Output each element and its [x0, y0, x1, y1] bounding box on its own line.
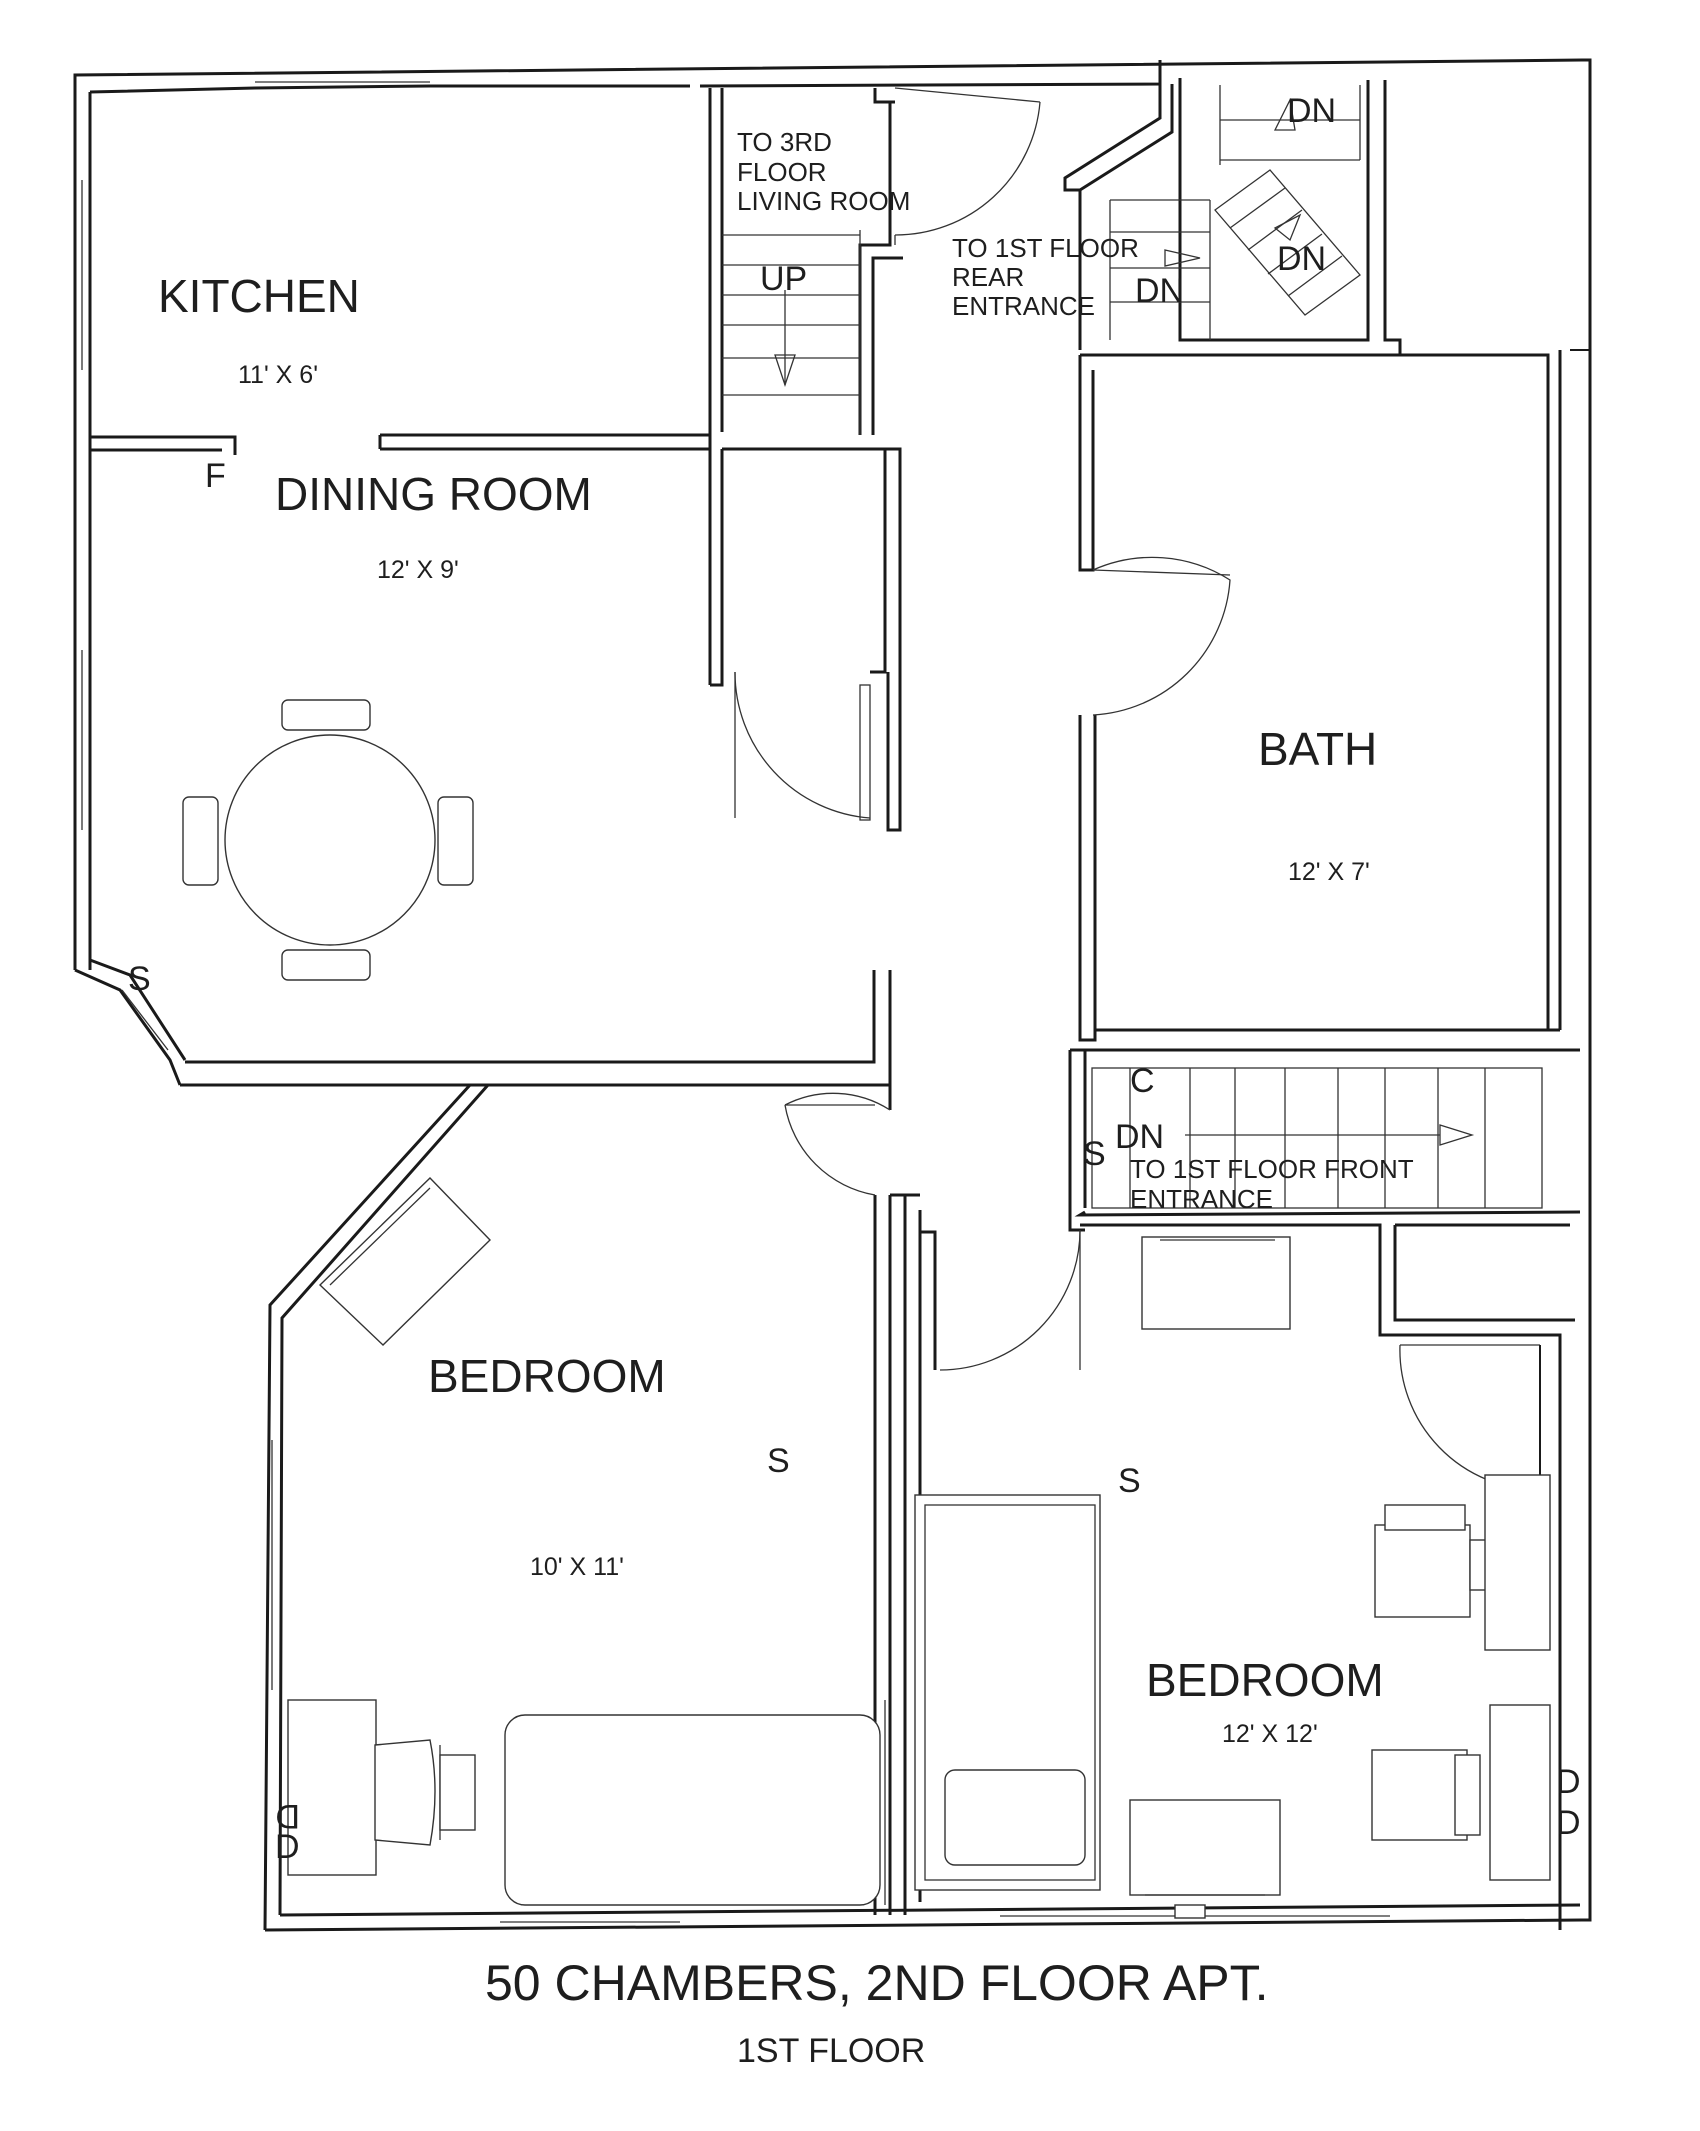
- symbol-f: F: [205, 457, 226, 495]
- dining-room-label: DINING ROOM: [275, 468, 592, 520]
- desk-chair-right-lower: [1371, 1704, 1551, 1881]
- stair-rear-line1: TO 1ST FLOOR: [952, 233, 1139, 263]
- chair-desk-left-bedroom: [287, 1699, 476, 1876]
- plan-subtitle: 1ST FLOOR: [737, 2032, 925, 2070]
- bath-size: 12' X 7': [1288, 858, 1370, 886]
- symbol-s-bedroom-right: S: [1118, 1462, 1141, 1500]
- stair-3rd-line1: TO 3RD: [737, 127, 832, 157]
- stair-3rd-line2: FLOOR: [737, 157, 827, 187]
- kitchen-label: KITCHEN: [158, 270, 360, 322]
- stair-front-line2: ENTRANCE: [1130, 1184, 1273, 1214]
- symbol-d-right-2: D: [1556, 1804, 1581, 1842]
- stair-to-3rd: [722, 230, 861, 435]
- stair-front-line1: TO 1ST FLOOR FRONT: [1130, 1154, 1414, 1184]
- doors: [734, 87, 1541, 1500]
- outer-walls: [73, 58, 1592, 1932]
- interior-walls: [90, 78, 1590, 1930]
- desk-chair-right-upper: [1374, 1474, 1551, 1651]
- dining-table-set: [182, 699, 474, 981]
- symbol-d-right-1: D: [1556, 1763, 1581, 1801]
- stair-rear-line3: ENTRANCE: [952, 291, 1095, 321]
- bed-left-bedroom: [504, 1700, 886, 1906]
- plan-title: 50 CHAMBERS, 2ND FLOOR APT.: [485, 1955, 1269, 2011]
- symbol-s-bedroom-left: S: [767, 1442, 790, 1480]
- stair-to-rear-entrance: [1109, 85, 1361, 340]
- stair-dn-rotated: DN: [1277, 240, 1326, 278]
- stair-to-front-entrance: [1091, 1067, 1543, 1209]
- stair-3rd-line3: LIVING ROOM: [737, 186, 910, 216]
- symbol-s-hall: S: [1083, 1135, 1106, 1173]
- symbol-d-left-1: D: [275, 1797, 300, 1835]
- stair-dn-rear: DN: [1135, 272, 1184, 310]
- bedroom-left-label: BEDROOM: [428, 1350, 666, 1402]
- bedroom-right-size: 12' X 12': [1222, 1720, 1318, 1748]
- desk-left-bedroom: [318, 1177, 491, 1346]
- dresser-right-bedroom-top: [1141, 1236, 1291, 1330]
- dresser-right-bedroom-bottom: [1129, 1799, 1281, 1896]
- stair-up-label: UP: [760, 260, 807, 298]
- symbol-s-dining: S: [128, 960, 151, 998]
- kitchen-size: 11' X 6': [238, 361, 318, 389]
- symbol-d-left-2: D: [275, 1828, 300, 1866]
- bed-right-bedroom: [914, 1494, 1101, 1891]
- dining-room-size: 12' X 9': [377, 556, 459, 584]
- stair-dn-front: DN: [1115, 1118, 1164, 1156]
- stair-rear-line2: REAR: [952, 262, 1024, 292]
- bath-label: BATH: [1258, 723, 1377, 775]
- stair-dn-top: DN: [1287, 92, 1336, 130]
- symbol-c-hall: C: [1130, 1062, 1155, 1100]
- bedroom-right-label: BEDROOM: [1146, 1654, 1384, 1706]
- bedroom-left-size: 10' X 11': [530, 1553, 624, 1581]
